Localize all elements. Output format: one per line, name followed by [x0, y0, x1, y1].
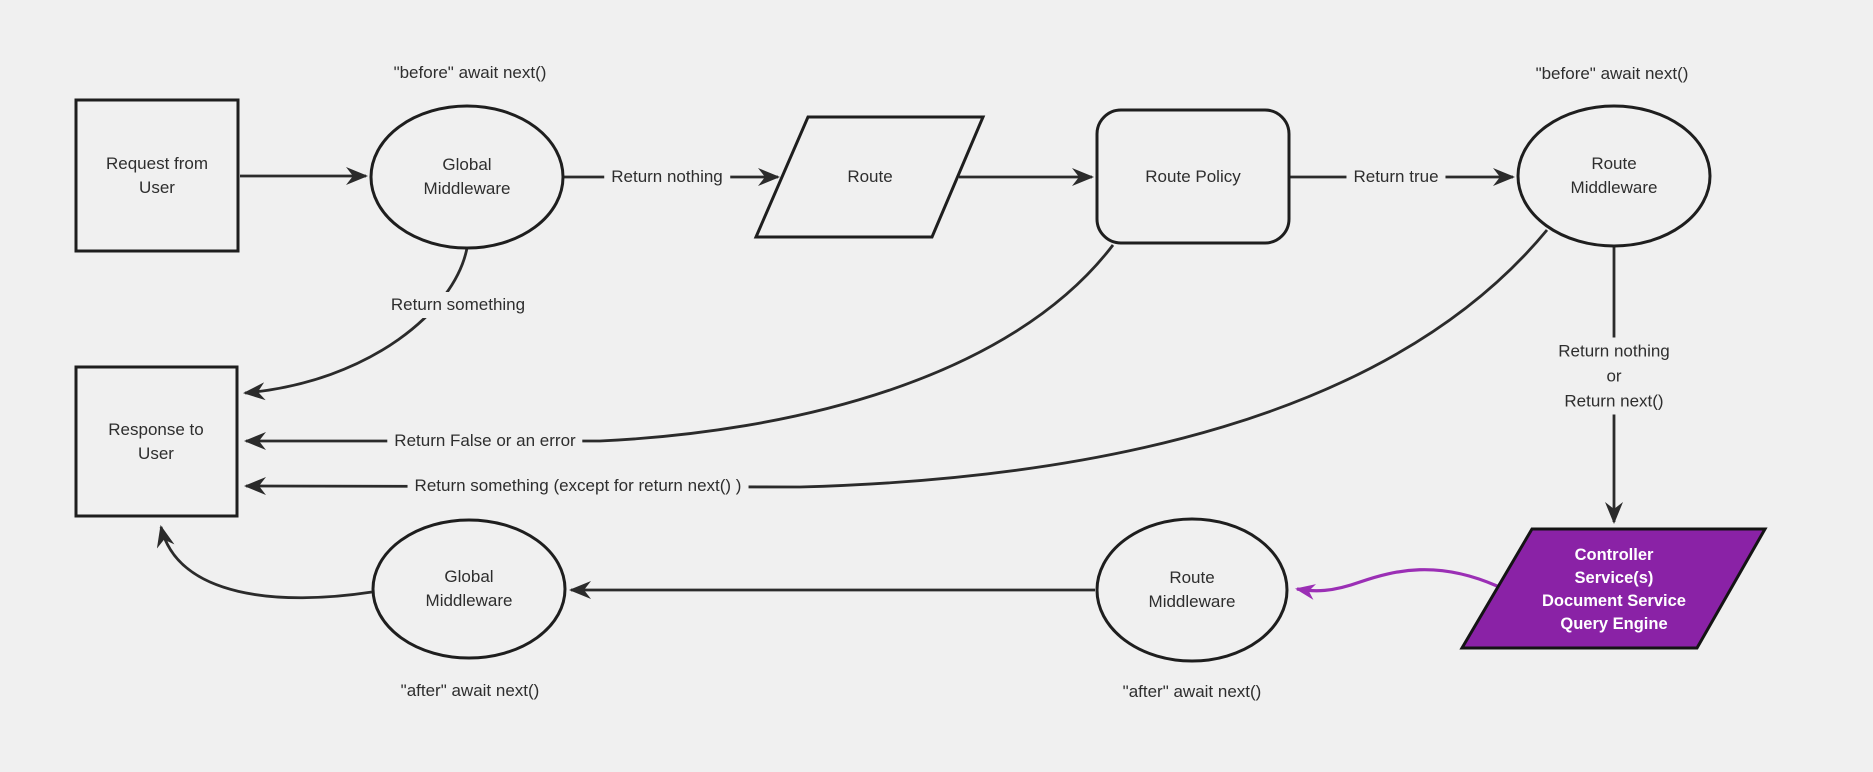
edge-label-return-true: Return true	[1346, 164, 1446, 190]
request-node-label: Request from User	[105, 154, 209, 197]
edge-label-return-nothing-or-next-line-3: Return next()	[1564, 391, 1664, 411]
route-middleware-before-node-shape	[1516, 104, 1712, 248]
controller-node-label: Controller Service(s) Document Service Q…	[1499, 544, 1729, 636]
global-middleware-before-node-label: Global Middleware	[423, 155, 511, 198]
global-middleware-after-node-shape	[371, 518, 567, 660]
controller-label-line-2: Service(s)	[1574, 569, 1654, 587]
route-middleware-after-node-label: Route Middleware	[1148, 568, 1236, 611]
edge-label-return-false-or-error: Return False or an error	[387, 428, 583, 454]
edge-global-middleware-after-to-response	[156, 525, 373, 600]
annotation-after-await-left: "after" await next()	[400, 681, 540, 700]
annotation-before-await-right: "before" await next()	[1535, 64, 1689, 83]
controller-node-shape	[1459, 527, 1768, 650]
edge-label-return-nothing-or-next: Return nothing or Return next()	[1551, 337, 1677, 415]
edge-label-return-nothing-or-next-line-2: or	[1606, 366, 1622, 386]
edge-route-middleware-to-response	[244, 229, 1549, 496]
global-middleware-after-node-label: Global Middleware	[425, 567, 513, 610]
route-policy-node-shape	[1095, 108, 1291, 245]
route-node-label: Route	[847, 167, 893, 186]
response-node-shape	[74, 365, 239, 518]
edge-label-return-something: Return something	[383, 292, 533, 318]
edge-controller-to-route-middleware-after	[1295, 568, 1498, 600]
annotation-after-await-right: "after" await next()	[1122, 682, 1262, 701]
route-policy-node-label: Route Policy	[1145, 167, 1241, 186]
global-middleware-before-node-shape	[369, 104, 565, 250]
route-middleware-before-node-label: Route Middleware	[1570, 154, 1658, 197]
request-node-shape	[74, 98, 240, 253]
edge-label-return-nothing: Return nothing	[604, 164, 730, 190]
response-node-label: Response to User	[108, 420, 204, 463]
route-node-shape	[753, 115, 986, 239]
edge-label-return-nothing-or-next-line-1: Return nothing	[1558, 341, 1670, 361]
controller-label-line-1: Controller	[1574, 546, 1654, 564]
edge-global-middleware-to-response	[243, 247, 469, 401]
route-middleware-after-node-shape	[1095, 517, 1289, 663]
edge-route-policy-to-response	[244, 244, 1115, 450]
controller-label-line-4: Query Engine	[1560, 615, 1668, 633]
controller-label-line-3: Document Service	[1542, 592, 1686, 610]
annotation-before-await-left: "before" await next()	[393, 63, 547, 82]
edge-label-return-something-except: Return something (except for return next…	[407, 473, 749, 499]
